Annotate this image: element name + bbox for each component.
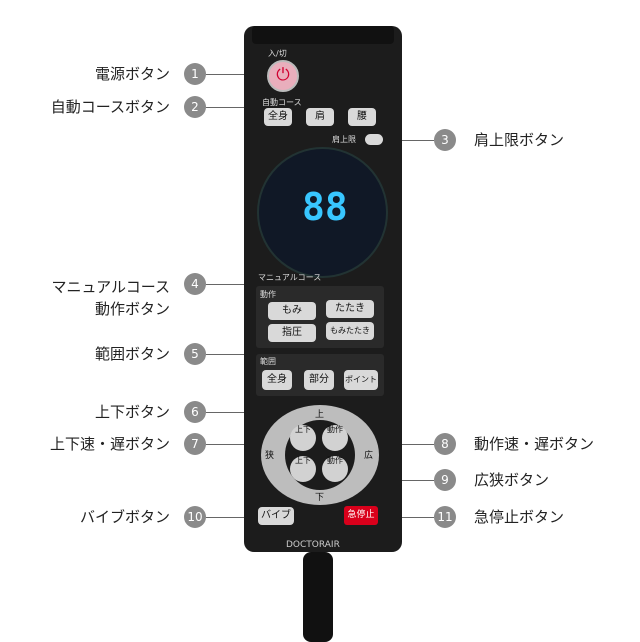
power-button[interactable]: ⏻ [267, 60, 299, 92]
emergency-stop-button[interactable]: 急停止 [344, 506, 378, 525]
action-label: 動作 [260, 290, 276, 299]
callout-label-10: バイブボタン [79, 508, 170, 526]
auto-fullbody-button[interactable]: 全身 [264, 108, 292, 126]
auto-waist-button[interactable]: 腰 [348, 108, 376, 126]
action-speed-fast-button[interactable]: 動作 [322, 425, 348, 451]
updown-speed-slow-button[interactable]: 上下 [290, 456, 316, 482]
callout-line-3 [385, 140, 434, 141]
callout-number-10: 10 [184, 506, 206, 528]
callout-label-6: 上下ボタン [94, 403, 170, 421]
callout-label-1: 電源ボタン [94, 65, 170, 83]
callout-line-6 [206, 412, 261, 413]
callout-line-10 [206, 517, 258, 518]
updown-fast-label: 上下 [295, 425, 311, 434]
range-point-button[interactable]: ポイント [344, 370, 378, 390]
range-label: 範囲 [260, 357, 276, 366]
action-momitataki-button[interactable]: もみたたき [326, 322, 374, 340]
dial-down-button[interactable]: 下 [315, 493, 325, 503]
range-partial-button[interactable]: 部分 [304, 370, 334, 390]
callout-label-2: 自動コースボタン [50, 98, 170, 116]
callout-number-6: 6 [184, 401, 206, 423]
callout-number-7: 7 [184, 433, 206, 455]
callout-line-4 [206, 284, 276, 285]
power-icon: ⏻ [276, 65, 290, 85]
lcd-digits: 88 [302, 185, 348, 229]
brand-logo: DOCTORAIR [286, 540, 340, 550]
callout-number-3: 3 [434, 129, 456, 151]
remote-top-cap [252, 26, 394, 44]
range-fullbody-button[interactable]: 全身 [262, 370, 292, 390]
lcd-display [257, 147, 388, 278]
callout-label-3: 肩上限ボタン [474, 131, 565, 149]
shoulder-limit-button[interactable] [365, 134, 383, 145]
auto-course-title: 自動コース [262, 98, 302, 107]
power-label: 入/切 [268, 49, 287, 58]
action-shiatsu-button[interactable]: 指圧 [268, 324, 316, 342]
callout-line-11 [378, 517, 434, 518]
manual-course-title: マニュアルコース [258, 273, 322, 282]
action-slow-label: 動作 [327, 456, 343, 465]
callout-label-9: 広狭ボタン [474, 471, 550, 489]
callout-number-1: 1 [184, 63, 206, 85]
action-momi-button[interactable]: もみ [268, 302, 316, 320]
callout-number-11: 11 [434, 506, 456, 528]
callout-label-7: 上下速・遅ボタン [49, 435, 170, 453]
action-fast-label: 動作 [327, 425, 343, 434]
callout-number-2: 2 [184, 96, 206, 118]
action-tataki-button[interactable]: たたき [326, 300, 374, 318]
vibe-button[interactable]: バイブ [258, 507, 294, 525]
action-speed-slow-button[interactable]: 動作 [322, 456, 348, 482]
callout-label-4: マニュアルコース 動作ボタン [51, 278, 170, 318]
shoulder-limit-label: 肩上限 [332, 135, 356, 144]
remote-cable [303, 552, 333, 642]
callout-label-5: 範囲ボタン [94, 345, 170, 363]
callout-line-1 [206, 74, 268, 75]
callout-number-9: 9 [434, 469, 456, 491]
callout-number-8: 8 [434, 433, 456, 455]
callout-label-11: 急停止ボタン [474, 508, 565, 526]
updown-slow-label: 上下 [295, 456, 311, 465]
callout-line-5 [206, 354, 276, 355]
dial-wide-button[interactable]: 広 [364, 451, 374, 461]
callout-label-8: 動作速・遅ボタン [474, 435, 595, 453]
dial-up-button[interactable]: 上 [315, 410, 325, 420]
updown-speed-fast-button[interactable]: 上下 [290, 425, 316, 451]
dial-narrow-button[interactable]: 狭 [265, 451, 275, 461]
auto-shoulder-button[interactable]: 肩 [306, 108, 334, 126]
callout-number-5: 5 [184, 343, 206, 365]
callout-number-4: 4 [184, 273, 206, 295]
